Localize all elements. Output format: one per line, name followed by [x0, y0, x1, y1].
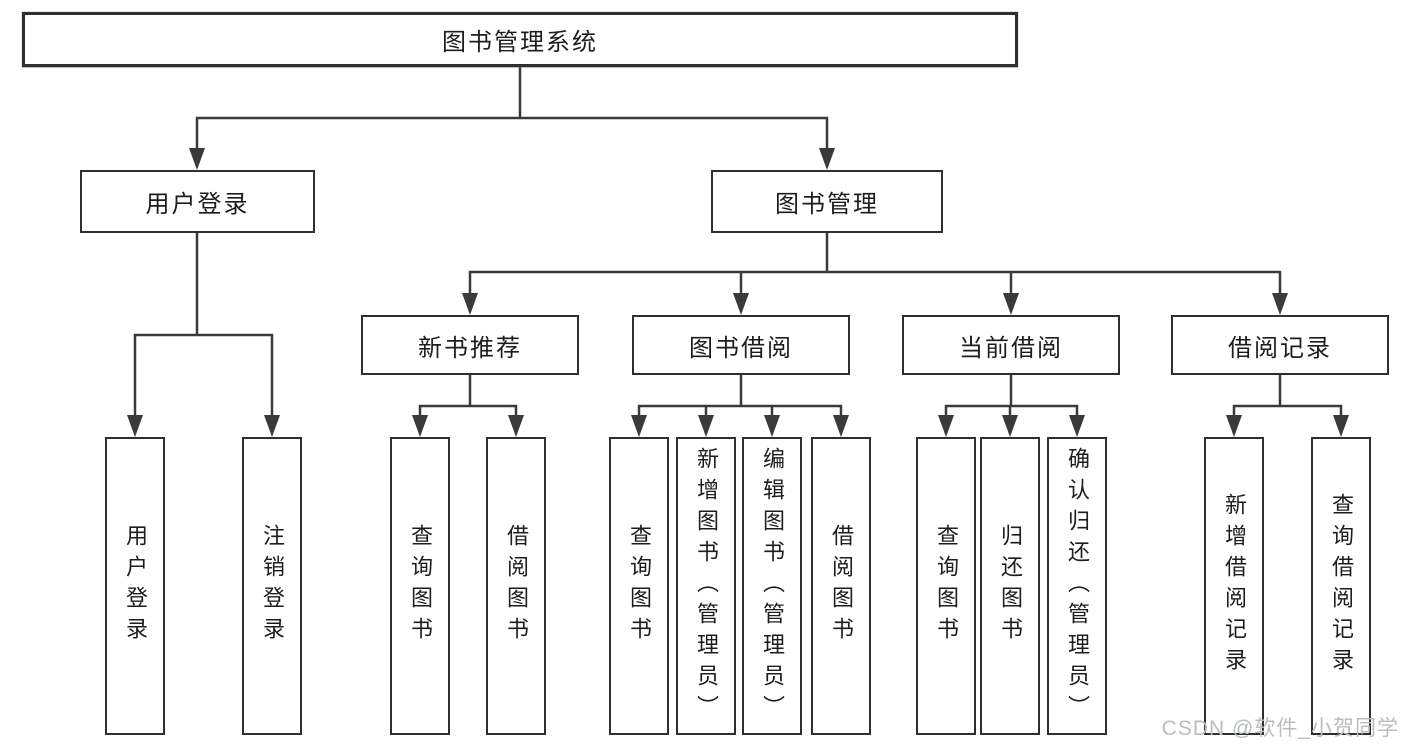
leaf-logout-label: 注销登录 [260, 524, 285, 648]
leaf-query-books-borrowing-label: 查询图书 [627, 524, 652, 648]
node-book-management: 图书管理 [711, 170, 943, 233]
arrow-down-icon [1333, 415, 1349, 437]
leaf-borrow-books-recommend: 借阅图书 [486, 437, 546, 735]
arrow-down-icon [733, 293, 749, 315]
arrow-down-icon [764, 415, 780, 437]
node-book-management-label: 图书管理 [775, 191, 879, 218]
leaf-add-borrow-record: 新增借阅记录 [1204, 437, 1264, 735]
arrow-down-icon [1003, 293, 1019, 315]
node-new-book-recommend: 新书推荐 [361, 315, 579, 375]
node-current-borrowing-label: 当前借阅 [959, 334, 1063, 362]
arrow-down-icon [189, 148, 205, 170]
leaf-add-book-admin-label: 新增图书（管理员） [694, 446, 719, 726]
arrow-down-icon [1272, 293, 1288, 315]
connector-borrow-records-children [1226, 375, 1349, 437]
leaf-add-borrow-record-label: 新增借阅记录 [1222, 493, 1247, 679]
node-borrow-records-label: 借阅记录 [1228, 334, 1332, 362]
arrow-down-icon [127, 415, 143, 437]
arrow-down-icon [264, 415, 280, 437]
leaf-return-book-label: 归还图书 [998, 524, 1023, 648]
csdn-watermark: CSDN @软件_小贺同学 [1161, 717, 1399, 740]
arrow-down-icon [819, 148, 835, 170]
leaf-user-login-label: 用户登录 [123, 524, 148, 648]
leaf-borrow-books-label: 借阅图书 [829, 524, 854, 648]
arrow-down-icon [462, 293, 478, 315]
node-library-system-label: 图书管理系统 [442, 29, 598, 56]
arrow-down-icon [508, 415, 524, 437]
leaf-query-books-recommend-label: 查询图书 [408, 524, 433, 648]
leaf-confirm-return-admin: 确认归还（管理员） [1047, 437, 1107, 735]
arrow-down-icon [1069, 415, 1085, 437]
leaf-query-books-current: 查询图书 [916, 437, 976, 735]
node-book-borrowing: 图书借阅 [632, 315, 850, 375]
arrow-down-icon [698, 415, 714, 437]
node-new-book-recommend-label: 新书推荐 [418, 334, 522, 362]
leaf-edit-book-admin-label: 编辑图书（管理员） [760, 446, 785, 726]
node-library-system: 图书管理系统 [22, 12, 1018, 67]
leaf-query-books-borrowing: 查询图书 [609, 437, 669, 735]
node-book-borrowing-label: 图书借阅 [689, 334, 793, 362]
connector-new-book-children [412, 375, 524, 437]
connector-user-login-children [127, 233, 280, 437]
leaf-return-book: 归还图书 [980, 437, 1040, 735]
node-current-borrowing: 当前借阅 [902, 315, 1120, 375]
connector-current-borrowing-children [938, 375, 1085, 437]
leaf-borrow-books: 借阅图书 [811, 437, 871, 735]
connector-root-to-level2 [189, 67, 835, 170]
leaf-user-login: 用户登录 [105, 437, 165, 735]
leaf-edit-book-admin: 编辑图书（管理员） [742, 437, 802, 735]
leaf-logout: 注销登录 [242, 437, 302, 735]
leaf-query-borrow-record-label: 查询借阅记录 [1329, 493, 1354, 679]
arrow-down-icon [412, 415, 428, 437]
leaf-query-books-recommend: 查询图书 [390, 437, 450, 735]
leaf-query-books-current-label: 查询图书 [934, 524, 959, 648]
leaf-add-book-admin: 新增图书（管理员） [676, 437, 736, 735]
node-user-login-label: 用户登录 [145, 191, 250, 218]
connector-book-borrowing-children [631, 375, 849, 437]
connector-book-management-children [462, 233, 1288, 315]
node-borrow-records: 借阅记录 [1171, 315, 1389, 375]
arrow-down-icon [1002, 415, 1018, 437]
arrow-down-icon [938, 415, 954, 437]
leaf-borrow-books-recommend-label: 借阅图书 [504, 524, 529, 648]
arrow-down-icon [631, 415, 647, 437]
arrow-down-icon [1226, 415, 1242, 437]
arrow-down-icon [833, 415, 849, 437]
leaf-query-borrow-record: 查询借阅记录 [1311, 437, 1371, 735]
node-user-login: 用户登录 [80, 170, 315, 233]
leaf-confirm-return-admin-label: 确认归还（管理员） [1065, 446, 1090, 726]
